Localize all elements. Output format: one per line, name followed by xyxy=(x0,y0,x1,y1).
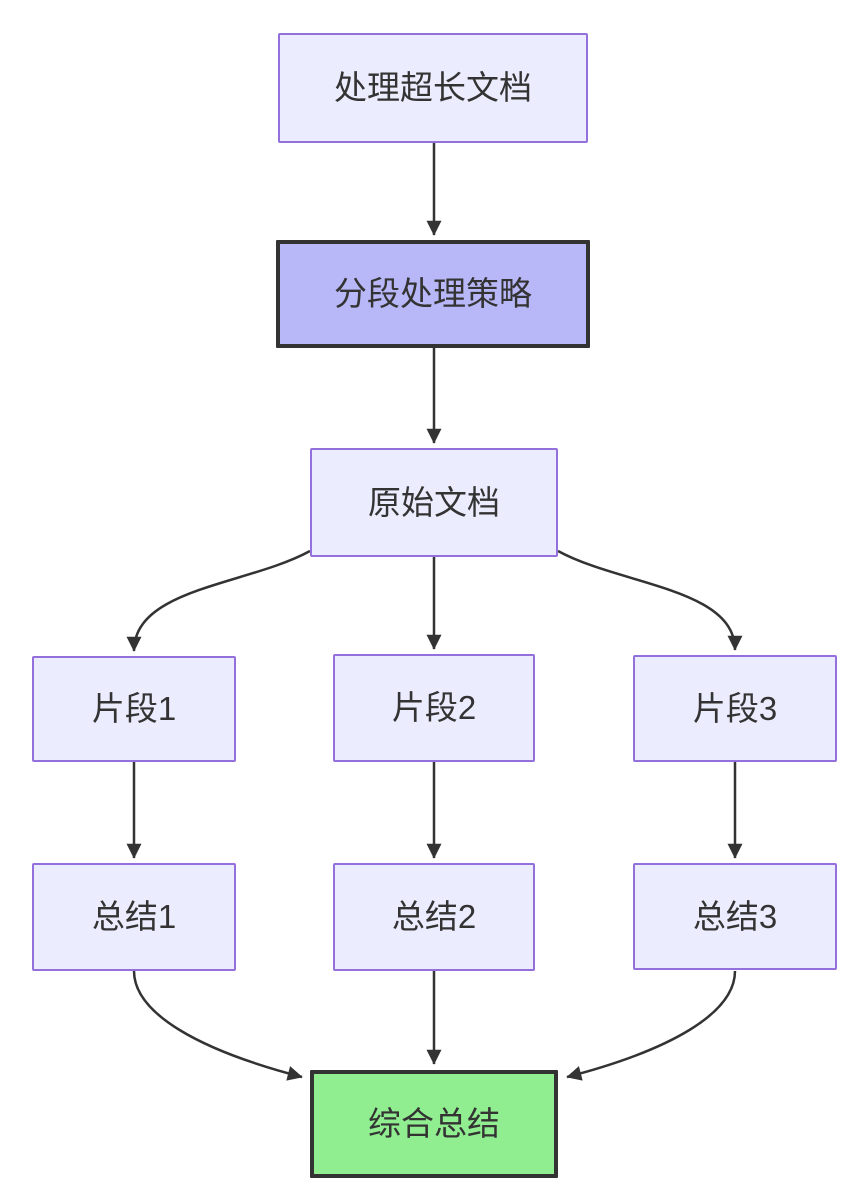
edge-source-seg3 xyxy=(557,549,743,651)
node-label: 分段处理策略 xyxy=(334,275,532,313)
node-label: 总结2 xyxy=(391,898,477,936)
node-label: 片段1 xyxy=(91,690,177,728)
node-label: 总结3 xyxy=(692,897,778,935)
node-label: 处理超长文档 xyxy=(334,69,532,107)
node-label: 片段3 xyxy=(692,689,778,727)
node-segment-1: 片段1 xyxy=(32,656,236,762)
edge-sum3-final xyxy=(566,970,737,1081)
edge-sum1-final xyxy=(132,970,303,1081)
node-segmentation-strategy: 分段处理策略 xyxy=(276,240,590,348)
node-original-document: 原始文档 xyxy=(310,448,558,557)
node-label: 总结1 xyxy=(91,898,177,936)
node-segment-2: 片段2 xyxy=(333,654,535,762)
node-summary-3: 总结3 xyxy=(633,863,837,970)
node-label: 片段2 xyxy=(391,689,477,727)
node-segment-3: 片段3 xyxy=(633,655,837,762)
node-label: 综合总结 xyxy=(368,1105,500,1143)
node-process-long-document: 处理超长文档 xyxy=(278,33,588,143)
node-summary-1: 总结1 xyxy=(32,863,236,971)
edge-source-seg1 xyxy=(126,549,311,652)
node-combined-summary: 综合总结 xyxy=(310,1070,558,1178)
node-label: 原始文档 xyxy=(368,483,500,521)
node-summary-2: 总结2 xyxy=(333,863,535,971)
